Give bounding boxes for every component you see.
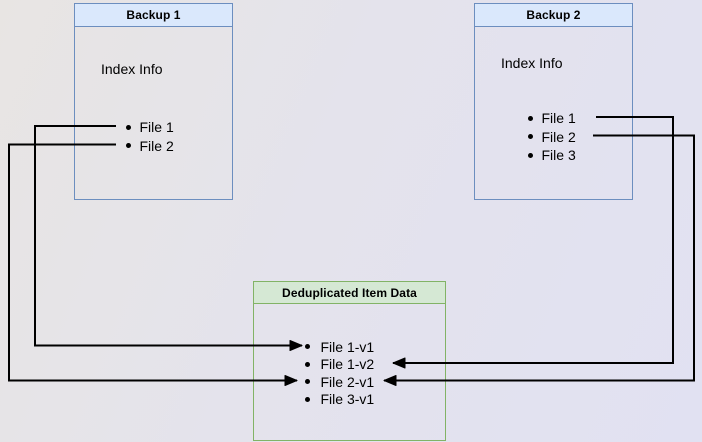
backup2-file1-label: File 1 <box>541 110 576 126</box>
backup1-file-list: File 1 File 2 <box>125 118 174 155</box>
dedup-box: Deduplicated Item Data File 1-v1 File 1-… <box>253 281 446 441</box>
list-item: File 1 <box>125 118 174 137</box>
dedup-item-file3-v1: File 3-v1 <box>320 391 375 407</box>
backup1-index-info-label: Index Info <box>101 61 163 77</box>
list-item: File 1-v2 <box>304 355 375 373</box>
dedup-item-file1-v1: File 1-v1 <box>320 338 375 355</box>
list-item: File 1-v1 <box>304 338 375 356</box>
bullet-icon <box>527 115 533 121</box>
bullet-icon <box>304 396 310 402</box>
backup2-file-list: File 1 File 2 File 3 <box>527 109 576 165</box>
bullet-icon <box>304 379 310 384</box>
backup1-file2-label: File 2 <box>139 137 174 154</box>
list-item: File 2-v1 <box>304 373 375 391</box>
backup1-box: Backup 1 Index Info File 1 File 2 <box>74 3 233 200</box>
dedup-item-file1-v2: File 1-v2 <box>320 356 375 372</box>
bullet-icon <box>125 143 131 148</box>
bullet-icon <box>304 361 310 367</box>
backup1-file1-label: File 1 <box>139 119 174 135</box>
dedup-item-list: File 1-v1 File 1-v2 File 2-v1 File 3-v1 <box>304 338 375 408</box>
bullet-icon <box>527 152 533 158</box>
dedup-item-file2-v1: File 2-v1 <box>320 373 375 390</box>
bullet-icon <box>304 344 310 349</box>
backup2-file3-label: File 3 <box>541 147 576 163</box>
list-item: File 2 <box>527 127 576 146</box>
list-item: File 2 <box>125 136 174 155</box>
backup2-title: Backup 2 <box>475 4 632 27</box>
backup2-file2-label: File 2 <box>541 128 576 145</box>
list-item: File 3 <box>527 146 576 165</box>
list-item: File 1 <box>527 109 576 128</box>
bullet-icon <box>527 134 533 139</box>
backup2-index-info-label: Index Info <box>501 55 563 71</box>
list-item: File 3-v1 <box>304 390 375 408</box>
dedup-title: Deduplicated Item Data <box>254 282 445 304</box>
bullet-icon <box>125 124 131 130</box>
backup2-box: Backup 2 Index Info File 1 File 2 File 3 <box>474 3 633 200</box>
backup1-title: Backup 1 <box>75 4 232 27</box>
